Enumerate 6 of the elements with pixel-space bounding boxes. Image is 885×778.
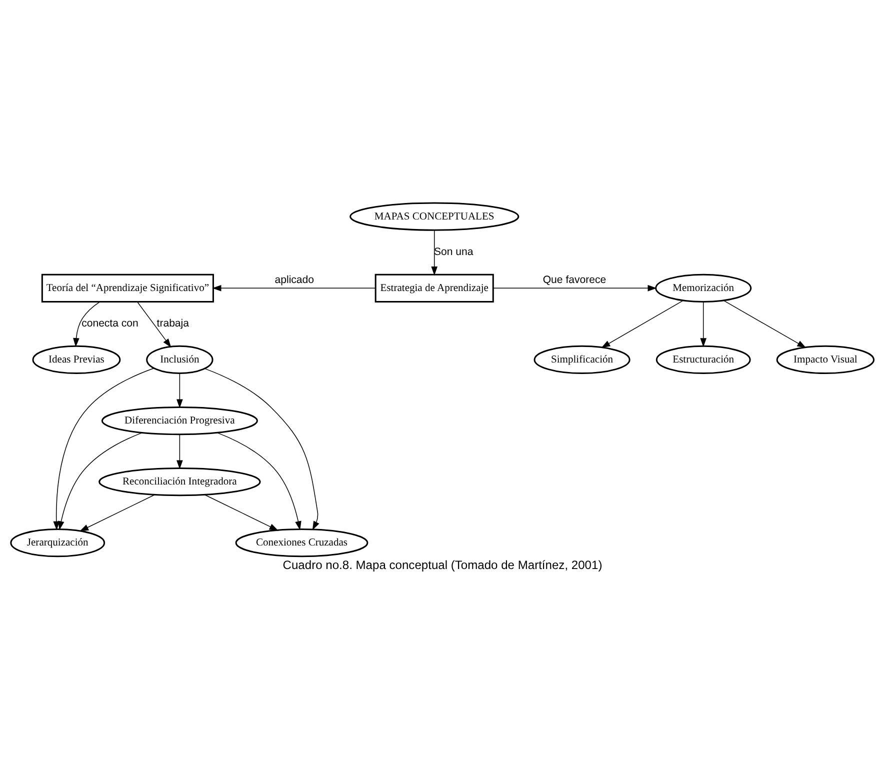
edge-label: Son una xyxy=(434,246,474,258)
edge-label: Que favorece xyxy=(542,274,606,286)
edge-label: trabaja xyxy=(156,317,190,330)
edge-label: aplicado xyxy=(274,274,314,286)
edge-label: conecta con xyxy=(82,317,138,330)
caption: Cuadro no.8. Mapa conceptual (Tomado de Martínez, 2001) xyxy=(282,558,602,572)
